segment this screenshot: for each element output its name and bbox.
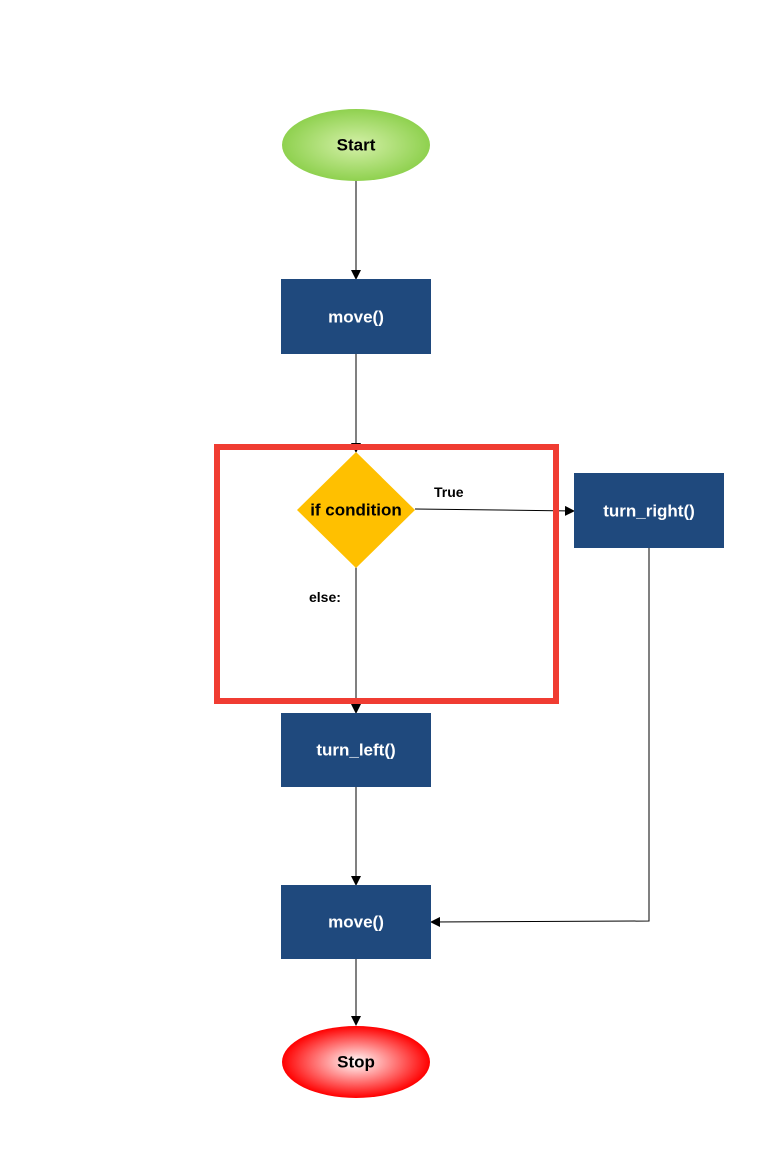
edge-turn-right-to-move2 (430, 548, 650, 927)
stop-node-label: Stop (337, 1053, 375, 1072)
condition-node: if condition (297, 452, 415, 568)
edge-condition-true-to-turn-right (414, 505, 575, 516)
start-node-label: Start (337, 136, 376, 155)
move-node-1: move() (281, 279, 431, 354)
connectors (351, 181, 650, 1026)
turn-right-node: turn_right() (574, 473, 724, 548)
turn-left-node: turn_left() (281, 713, 431, 787)
true-edge-label: True (434, 484, 464, 500)
turn-left-node-label: turn_left() (316, 741, 395, 760)
move-node-2-label: move() (328, 913, 384, 932)
highlight-box (214, 444, 559, 704)
move-node-1-label: move() (328, 308, 384, 327)
move-node-2: move() (281, 885, 431, 959)
else-edge-label: else: (309, 589, 341, 605)
condition-node-label: if condition (310, 501, 402, 520)
stop-node: Stop (282, 1026, 430, 1098)
turn-right-node-label: turn_right() (603, 502, 695, 521)
start-node: Start (282, 109, 430, 181)
